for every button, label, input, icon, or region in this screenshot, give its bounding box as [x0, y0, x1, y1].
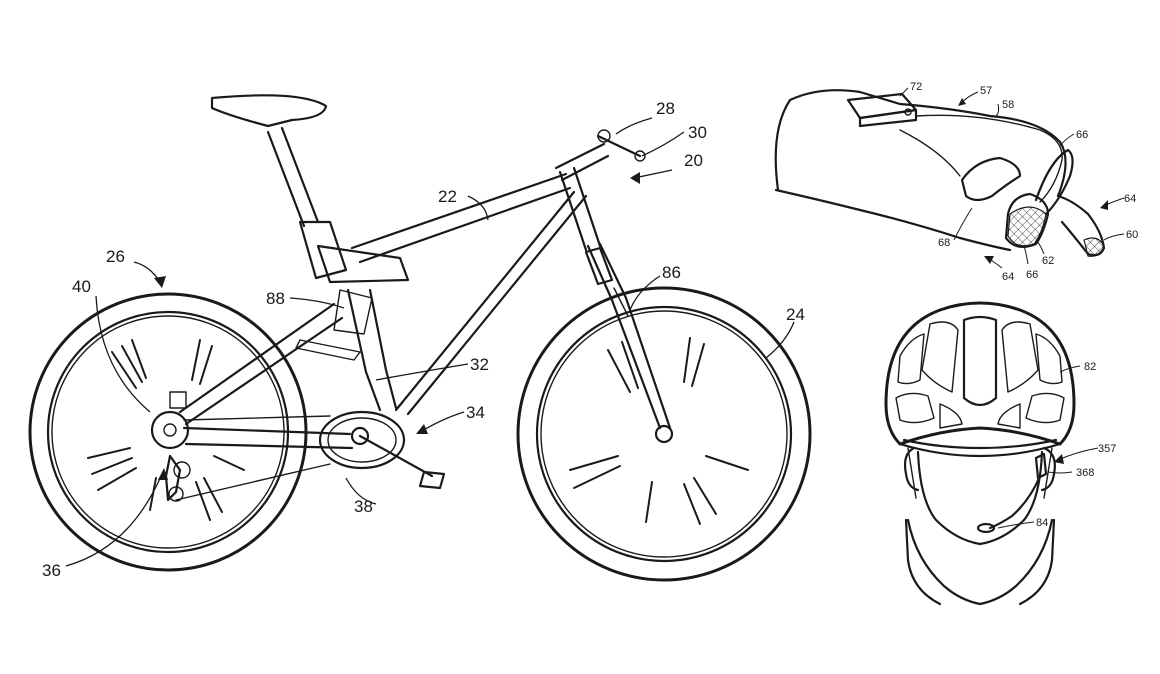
ref-82: 82: [1084, 361, 1096, 373]
ref-36: 36: [42, 561, 61, 580]
ref-86: 86: [662, 263, 681, 282]
helmet-reference-numerals: 82 357 368 84: [1036, 361, 1116, 529]
chain-bottom: [175, 463, 331, 501]
handlebar: [596, 134, 642, 158]
ref-57: 57: [980, 85, 992, 97]
rear-wheel-spoke-marks: [87, 339, 245, 521]
front-wheel: [516, 286, 812, 582]
front-hub: [654, 424, 674, 444]
chain-top: [183, 415, 331, 421]
fingertip-mesh-62: [1007, 206, 1047, 247]
helmet-figure: 82 357 368 84: [884, 301, 1116, 606]
hand-leader-lines: [899, 87, 1125, 269]
ref-30: 30: [688, 123, 707, 142]
ref-368: 368: [1076, 467, 1094, 479]
rear-shock-88: [333, 289, 373, 335]
ref-24: 24: [786, 305, 805, 324]
ref-28: 28: [656, 99, 675, 118]
ref-58: 58: [1002, 99, 1014, 111]
mic-clip-368: [1034, 452, 1048, 480]
brake-caliper: [169, 391, 187, 409]
ref-60: 60: [1126, 229, 1138, 241]
center-vent: [962, 315, 998, 407]
glove-wire-66: [915, 114, 1063, 203]
ref-32: 32: [470, 355, 489, 374]
ref-66-top: 66: [1076, 129, 1088, 141]
front-wheel-spoke-marks: [569, 337, 749, 525]
crank-arm: [358, 434, 434, 478]
ref-64-bottom: 64: [1002, 271, 1014, 283]
bicycle-leader-lines: [65, 117, 795, 567]
ref-64-right: 64: [1124, 193, 1136, 205]
chainring: [318, 410, 406, 470]
helmet-shell-82: [884, 301, 1076, 446]
drivetrain: [164, 339, 446, 502]
bicycle-figure: 28 30 20 22 24 26 40 88 86 32 34 38 36: [28, 94, 812, 582]
ref-20: 20: [684, 151, 703, 170]
ref-34: 34: [466, 403, 485, 422]
pedal: [418, 470, 446, 490]
ref-84: 84: [1036, 517, 1048, 529]
microphone-84: [976, 522, 996, 534]
hand-reference-numerals: 72 57 58 66 64 60 68 62 66 64: [910, 81, 1138, 283]
rear-derailleur: [164, 454, 182, 502]
boom-microphone-357: [988, 474, 1042, 530]
helmet-leader-lines: [997, 365, 1099, 529]
ref-38: 38: [354, 497, 373, 516]
ref-22: 22: [438, 187, 457, 206]
ref-40: 40: [72, 277, 91, 296]
ref-26: 26: [106, 247, 125, 266]
rear-hub: [150, 410, 190, 450]
hand-figure: 72 57 58 66 64 60 68 62 66 64: [774, 81, 1138, 283]
ref-72: 66: [1026, 269, 1038, 281]
ref-62: 62: [1042, 255, 1054, 267]
bicycle-frame: [178, 94, 672, 450]
ref-88: 88: [266, 289, 285, 308]
fingertip-mesh-60: [1083, 237, 1105, 257]
ref-68: 72: [910, 81, 922, 93]
ref-66-bottom: 68: [938, 237, 950, 249]
saddle: [210, 94, 328, 128]
ref-357: 357: [1098, 443, 1116, 455]
rear-wheel: [28, 292, 308, 572]
bicycle-reference-numerals: 28 30 20 22 24 26 40 88 86 32 34 38 36: [42, 99, 805, 580]
